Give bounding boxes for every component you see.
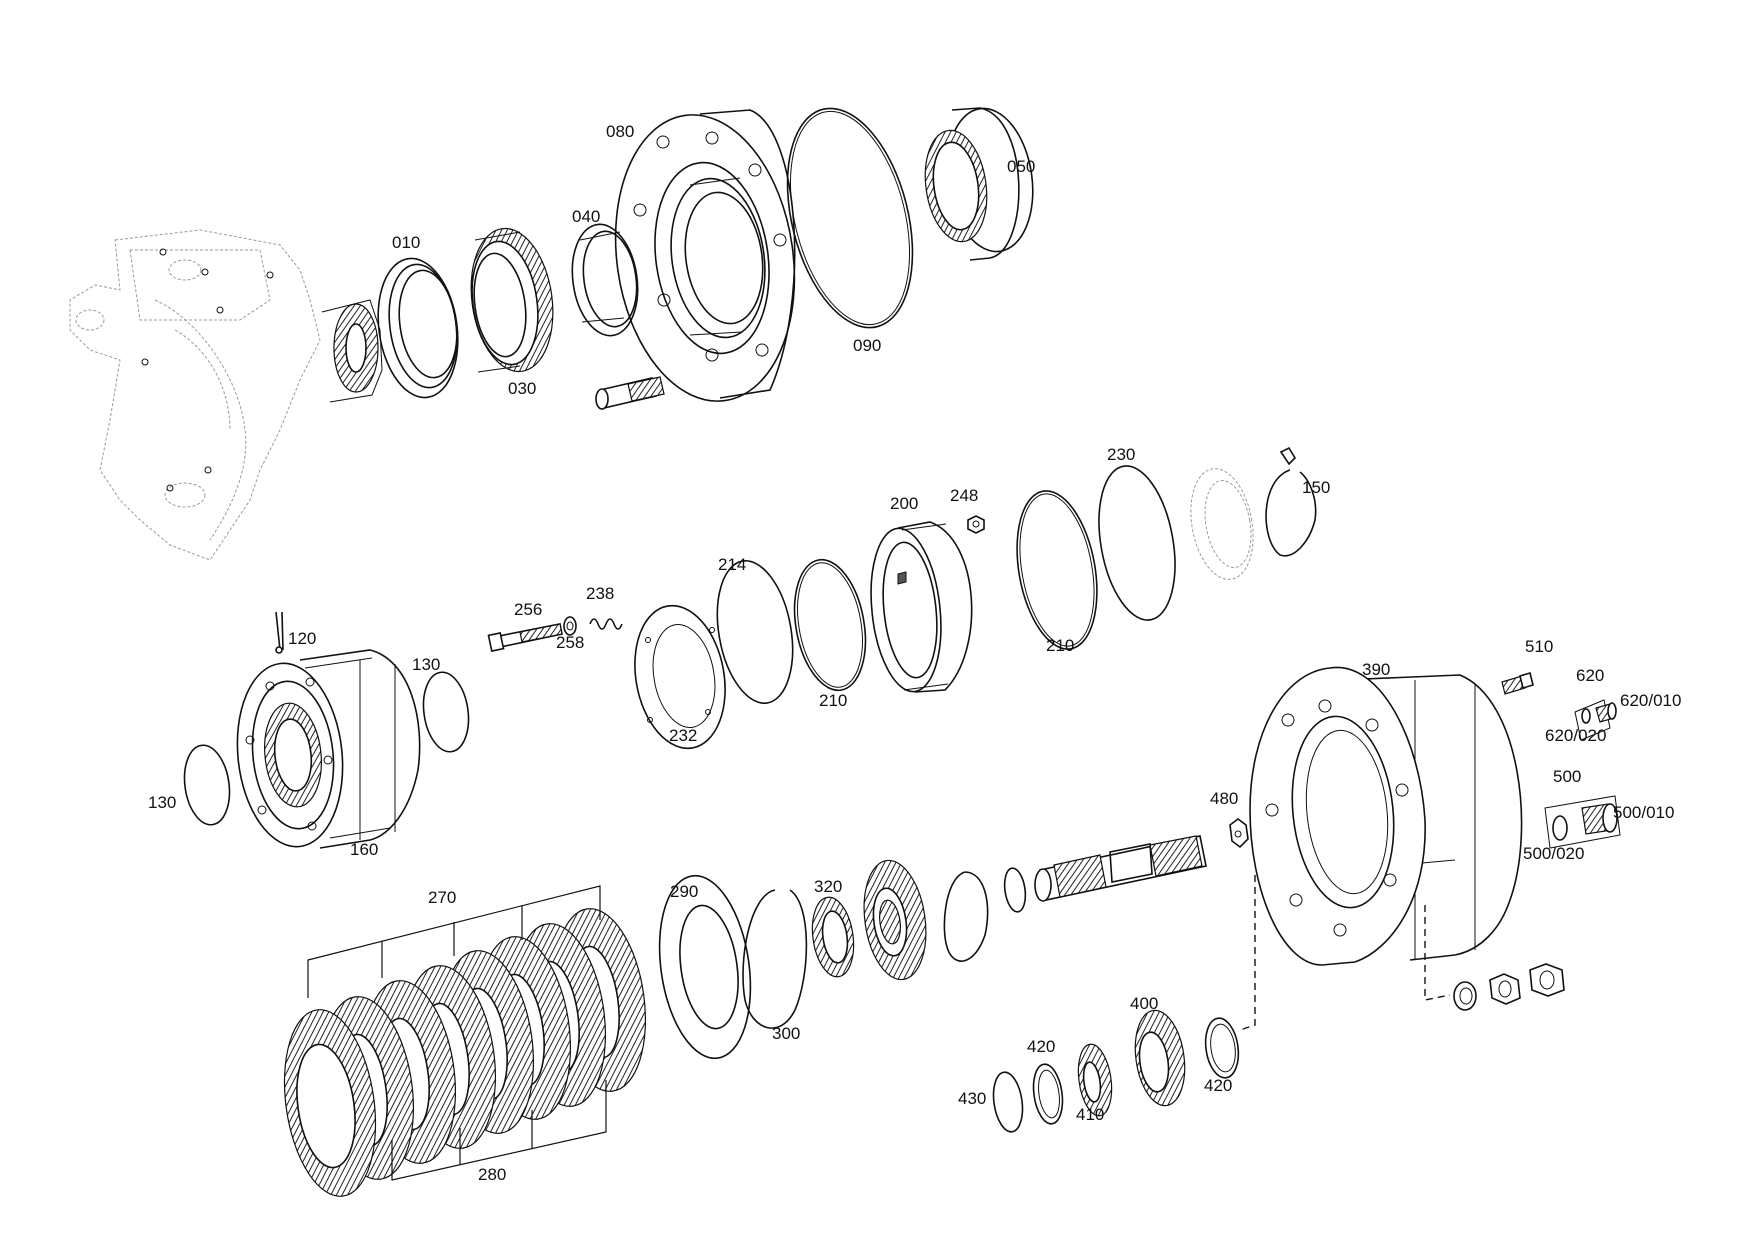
bracket-270: [307, 885, 601, 998]
label-390: 390: [1362, 660, 1390, 679]
part-050-taper-roller-bearing: [924, 107, 1034, 261]
part-160-brake-housing: [236, 649, 421, 849]
part-120-pin: [275, 611, 284, 654]
label-300: 300: [772, 1024, 800, 1043]
drive-shaft: [1034, 835, 1207, 902]
assembly-path-dashed-right: [1424, 905, 1451, 1001]
label-150: 150: [1302, 478, 1330, 497]
label-620-020: 620/020: [1545, 726, 1606, 745]
label-120: 120: [288, 629, 316, 648]
label-160: 160: [350, 840, 378, 859]
label-280: 280: [478, 1165, 506, 1184]
part-410-needle-bearing: [1077, 1043, 1113, 1117]
part-210-seal-ring-left: [793, 558, 867, 692]
label-238: 238: [586, 584, 614, 603]
small-ring: [1003, 867, 1027, 913]
part-080-hub-flange: [614, 109, 796, 402]
label-200: 200: [890, 494, 918, 513]
label-620: 620: [1576, 666, 1604, 685]
part-290-end-plate: [658, 874, 752, 1060]
part-430-snap-ring: [992, 1071, 1024, 1133]
part-320-thrust-washer: [811, 896, 855, 978]
nut-washer-set: [1453, 963, 1565, 1011]
label-500-020: 500/020: [1523, 844, 1584, 863]
part-130-o-ring-left: [183, 744, 231, 826]
label-214: 214: [718, 555, 746, 574]
label-010: 010: [392, 233, 420, 252]
label-130-left: 130: [148, 793, 176, 812]
label-040: 040: [572, 207, 600, 226]
steering-knuckle-housing: [69, 229, 383, 561]
part-130-o-ring-right: [422, 671, 470, 753]
part-010-bearing-cup: [377, 257, 459, 399]
label-510: 510: [1525, 637, 1553, 656]
label-410: 410: [1076, 1105, 1104, 1124]
label-258: 258: [556, 633, 584, 652]
part-256-bolt: [487, 623, 563, 653]
part-200-piston: [870, 521, 973, 693]
label-270: 270: [428, 888, 456, 907]
part-258-washer: [563, 616, 577, 636]
part-238-spring: [589, 618, 623, 630]
label-090: 090: [853, 336, 881, 355]
part-150-snap-ring: [1265, 446, 1317, 557]
label-500: 500: [1553, 767, 1581, 786]
sun-gear: [863, 859, 927, 981]
part-040-spacer-ring: [571, 223, 639, 337]
label-290: 290: [670, 882, 698, 901]
part-420-washer-right: [1204, 1017, 1240, 1079]
label-210-right: 210: [1046, 636, 1074, 655]
label-130-right: 130: [412, 655, 440, 674]
part-420-washer-left: [1032, 1063, 1064, 1125]
label-080: 080: [606, 122, 634, 141]
part-090-o-ring: [786, 107, 914, 329]
part-500-drain-plug: [1544, 795, 1621, 849]
label-420-left: 420: [1027, 1037, 1055, 1056]
part-270-280-brake-disc-pack: [283, 908, 647, 1197]
part-620-plug: [1574, 699, 1617, 741]
label-256: 256: [514, 600, 542, 619]
label-400: 400: [1130, 994, 1158, 1013]
part-230-seal-ring: [1098, 465, 1176, 621]
part-232-thrust-plate: [634, 604, 726, 750]
label-500-010: 500/010: [1613, 803, 1674, 822]
bracket-280: [391, 1080, 607, 1181]
snap-ring: [943, 871, 989, 962]
label-050: 050: [1007, 157, 1035, 176]
spring-plate-outline: [1190, 468, 1254, 580]
part-214-snap-ring: [716, 560, 794, 704]
part-400-planet-gear: [1134, 1009, 1186, 1107]
label-232: 232: [669, 726, 697, 745]
part-390-planet-carrier: [1249, 666, 1523, 966]
label-030: 030: [508, 379, 536, 398]
label-430: 430: [958, 1089, 986, 1108]
label-480: 480: [1210, 789, 1238, 808]
part-510-screw: [1501, 671, 1534, 695]
label-230: 230: [1107, 445, 1135, 464]
part-300-snap-ring: [742, 889, 808, 1029]
part-210-seal-ring-right: [1016, 490, 1098, 650]
label-210-left: 210: [819, 691, 847, 710]
wheel-stud-bolt: [595, 376, 665, 410]
part-248-nut: [967, 515, 985, 534]
part-030-taper-roller-bearing: [470, 227, 554, 373]
label-620-010: 620/010: [1620, 691, 1681, 710]
label-320: 320: [814, 877, 842, 896]
label-420-right: 420: [1204, 1076, 1232, 1095]
part-480-lock-washer: [1229, 818, 1249, 849]
assembly-path-dashed-left: [1239, 875, 1256, 1031]
label-248: 248: [950, 486, 978, 505]
